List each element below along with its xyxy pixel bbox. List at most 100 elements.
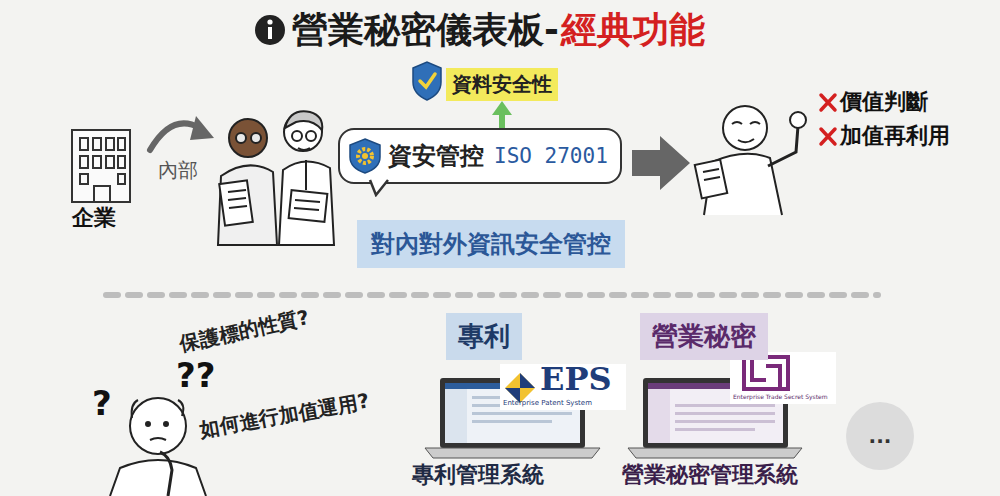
speech-bubble: 資安管控 ISO 27001 [338,128,622,184]
building-icon [80,138,88,150]
people-sketch [229,119,267,157]
dashed-divider [106,292,878,298]
shield-icon [420,74,435,87]
building-icon [118,174,125,184]
laptop-trade-secret [675,420,775,423]
curved-arrow [150,116,214,150]
people-sketch [294,208,319,210]
logo-subtitle: Enterprise Patent System [503,400,592,407]
red-cross [821,129,835,144]
etss-logo [744,357,788,389]
people-sketch [298,148,310,150]
gear-shield-icon [358,149,372,163]
laptop-trade-secret [675,428,755,431]
building-icon [93,138,101,150]
building-icon [72,130,130,202]
people-sketch [305,160,307,190]
company-label: 企業 [72,207,116,229]
gear-shield-icon [362,153,368,159]
question-text: 如何進行加值運用? [198,390,370,439]
man-sketch [768,126,798,166]
curved-arrow [190,116,214,140]
node-text: ... [869,424,892,448]
laptop-trade-secret [648,389,670,443]
blue-band: 對內對外資訊安全管控 [357,220,625,268]
logo-subtitle: Enterprise Trade Secret System [733,394,828,400]
man-sketch [695,106,806,215]
logo-text: EPS [540,363,612,395]
laptop-trade-secret [675,404,775,407]
big-arrow [632,136,690,190]
shield-icon [413,62,441,100]
gear-shield-icon [350,139,380,173]
thinking-man [130,398,186,454]
big-arrow [632,136,690,190]
bubble-tail [368,179,394,197]
building-icon [118,138,125,150]
cross-label: 價值判斷 [840,91,928,113]
node-text: 營業秘密 [652,321,756,351]
building-icon [80,156,88,168]
info-icon [268,27,272,39]
thinking-man [146,422,150,426]
node-text: 專利 [458,321,510,351]
title-text: 營業秘密儀表板- [292,12,559,48]
people-sketch [219,180,253,225]
question-mark: ? [92,386,112,420]
people-sketch [228,198,246,200]
system-name: 營業秘密管理系統 [622,464,798,486]
red-cross [821,129,835,144]
laptop-trade-secret [628,448,802,458]
node-text: 資安管控 [388,140,484,172]
connector-line [499,115,505,128]
cross-label: 加值再利用 [840,125,950,147]
people-sketch [292,131,302,141]
thinking-man [160,452,172,496]
people-sketch [295,200,320,202]
gear-shield-icon [348,138,382,174]
building-icon [118,156,125,168]
building-icon [94,186,110,202]
node-text: ISO 27001 [494,144,608,168]
people-sketch [218,165,277,245]
arrow-head [492,101,512,115]
highlight-badge: 資料安全性 [446,68,558,101]
dashed-divider [106,295,878,296]
laptop-trade-secret [675,412,775,415]
people-sketch [236,133,246,143]
etss-logo [752,357,780,389]
man-sketch [732,122,760,124]
eps-logo [500,364,626,410]
shield-icon [413,62,441,100]
man-sketch [790,112,806,128]
bubble-tail [370,180,388,195]
people-sketch [306,131,316,141]
building-icon [106,156,114,168]
laptop-patent [472,412,572,415]
red-cross [821,95,835,110]
node-text: 對內對外資訊安全管控 [371,230,611,258]
red-cross [821,95,835,110]
people-sketch [229,206,247,208]
eps-logo [520,373,535,388]
system-name: 專利管理系統 [412,464,544,486]
laptop-patent [472,420,552,423]
people-sketch [289,190,328,222]
node-text: 資料安全性 [452,72,552,96]
bubble-tail [370,179,388,195]
thinking-man [132,400,184,418]
laptop-patent [445,389,467,443]
question-text: 保護標的性質? [178,307,311,354]
title-highlight: 經典功能 [561,12,705,48]
people-sketch [228,190,246,192]
laptop-patent [425,448,600,458]
man-sketch [738,139,754,142]
man-sketch [704,177,720,180]
info-icon [267,19,272,24]
building-icon [72,130,130,202]
info-icon [255,15,285,45]
people-sketch [285,111,322,130]
eps-logo [500,364,626,410]
internal-label: 內部 [158,160,198,180]
thinking-man [110,398,206,496]
